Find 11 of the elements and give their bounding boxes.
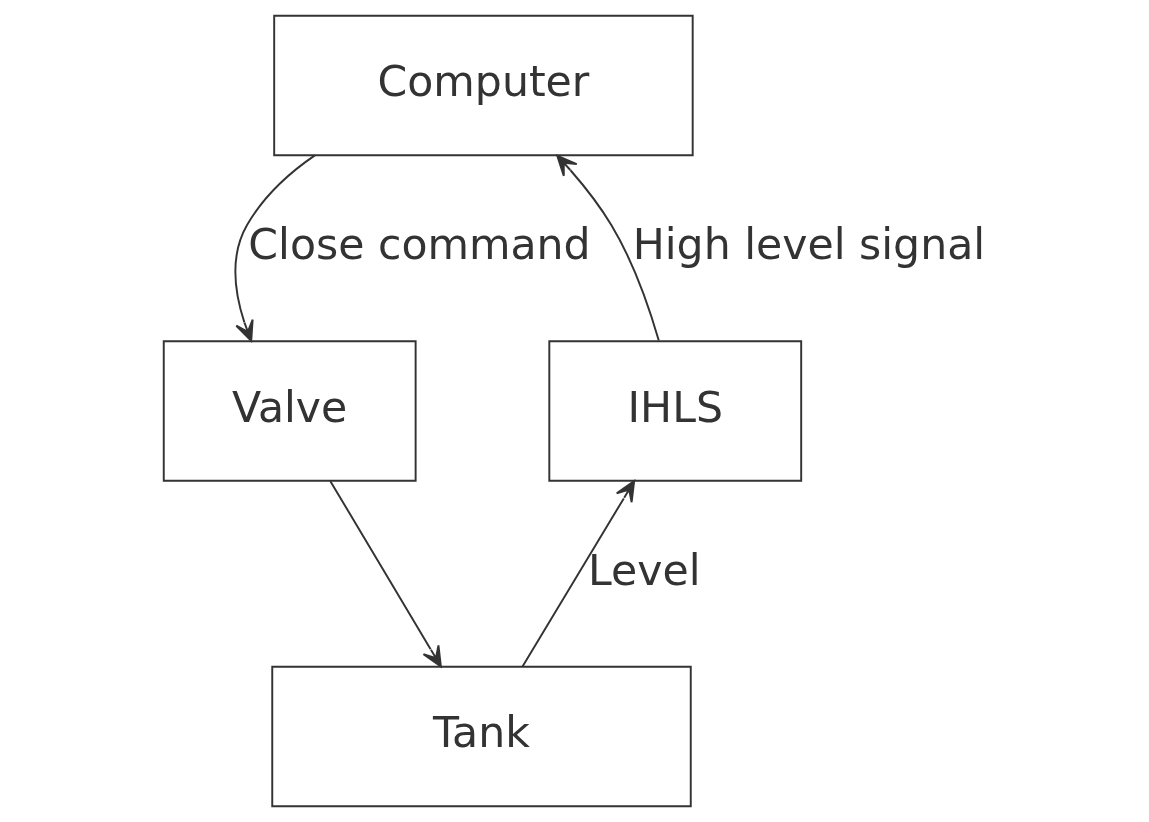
node-box: IHLS: [548, 340, 803, 482]
arrow: [556, 154, 660, 342]
edge-label: Level: [588, 544, 701, 595]
arrow: [329, 480, 442, 668]
node-box: Computer: [273, 14, 694, 157]
arrow: [521, 480, 636, 668]
edge-label: Close command: [248, 219, 591, 270]
node-box: Tank: [271, 665, 692, 808]
node-box: Valve: [162, 340, 417, 482]
edge-label: High level signal: [632, 219, 986, 270]
arrow: [234, 154, 316, 342]
